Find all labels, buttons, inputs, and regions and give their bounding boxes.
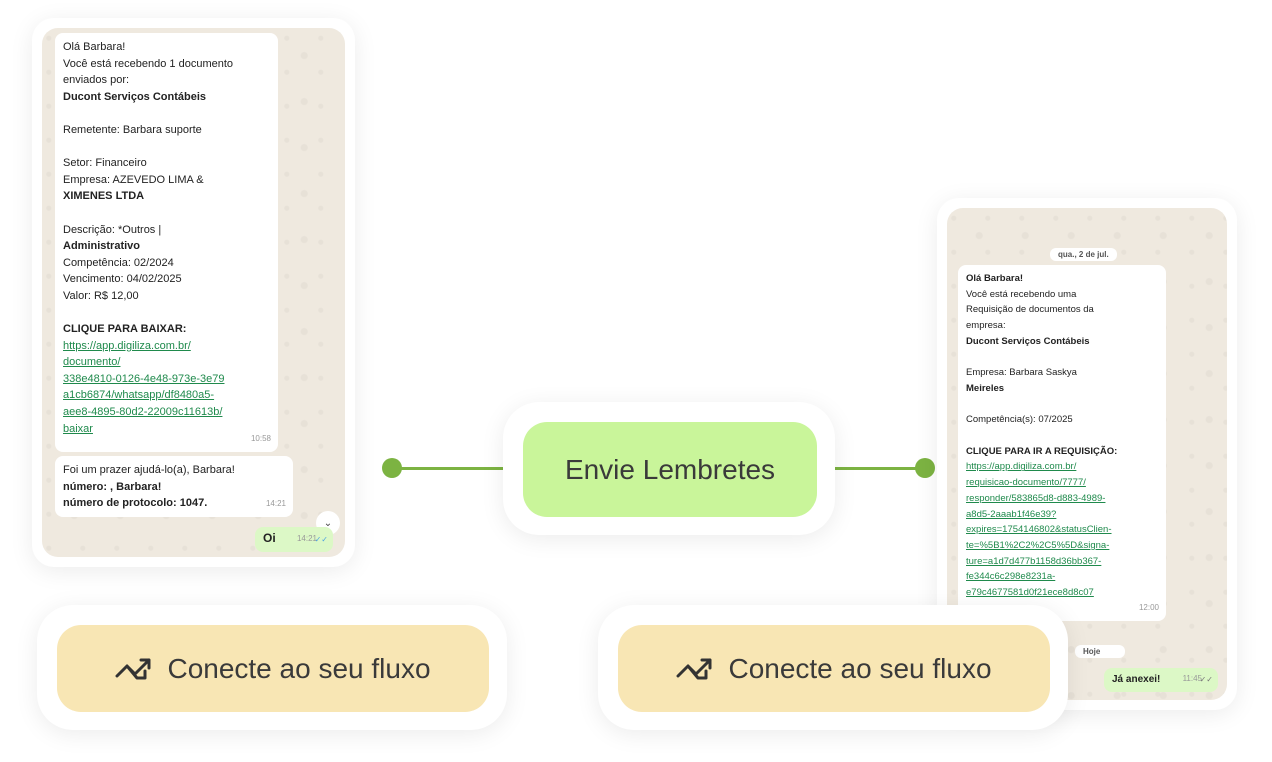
message-line: Competência: 02/2024: [63, 256, 174, 269]
message-time: 14:21: [265, 499, 286, 509]
connect-flow-label: Conecte ao seu fluxo: [728, 652, 992, 684]
message-line: Você está recebendo uma: [966, 288, 1077, 300]
document-message-bubble: Olá Barbara! Você está recebendo 1 docume…: [55, 33, 278, 452]
reply-time: 14:21: [296, 534, 317, 544]
date-chip: qua., 2 de jul.: [1050, 248, 1117, 261]
message-link-line[interactable]: requisicao-documento/7777/: [966, 477, 1086, 489]
connect-flow-button-left[interactable]: Conecte ao seu fluxo: [57, 625, 489, 712]
reply-text: Oi: [263, 531, 276, 545]
message-line: CLIQUE PARA BAIXAR:: [63, 323, 187, 336]
message-line: XIMENES LTDA: [63, 190, 145, 203]
message-link-line[interactable]: te=%5B1%2C2%2C5%5D&signa-: [966, 539, 1110, 551]
message-link-line[interactable]: https://app.digiliza.com.br/: [966, 461, 1077, 473]
message-line: Ducont Serviços Contábeis: [63, 90, 207, 103]
connect-flow-card-right: Conecte ao seu fluxo: [598, 605, 1068, 730]
center-pill: Envie Lembretes: [503, 402, 835, 535]
message-line: Você está recebendo 1 documento: [63, 57, 234, 70]
message-line: Empresa: AZEVEDO LIMA &: [63, 173, 204, 186]
message-line: [966, 397, 1158, 413]
message-line: Valor: R$ 12,00: [63, 289, 139, 302]
message-line: Vencimento: 04/02/2025: [63, 273, 182, 286]
message-line: [63, 205, 270, 222]
message-line: Foi um prazer ajudá-lo(a), Barbara!: [63, 464, 235, 476]
connect-flow-label: Conecte ao seu fluxo: [167, 652, 431, 684]
right-phone-screenshot: qua., 2 de jul. Olá Barbara! Você está re…: [937, 198, 1237, 710]
message-line: Meireles: [966, 382, 1005, 394]
read-check-icon: ✓✓: [314, 535, 328, 545]
message-line: empresa:: [966, 320, 1006, 332]
today-chip: Hoje: [1075, 645, 1125, 658]
trending-arrows-icon: [115, 658, 151, 679]
protocol-message-bubble: Foi um prazer ajudá-lo(a), Barbara! númer…: [55, 456, 293, 517]
trending-arrows-icon: [676, 658, 712, 679]
message-line: Olá Barbara!: [63, 41, 126, 53]
message-line: Competência(s): 07/2025: [966, 414, 1073, 426]
message-lines: Olá Barbara! Você está recebendo 1 docume…: [63, 39, 270, 437]
message-line: enviados por:: [63, 74, 130, 87]
reply-time: 11:45: [1182, 674, 1202, 684]
message-link-line[interactable]: aee8-4895-80d2-22009c11613b/: [63, 406, 223, 419]
left-chat-area: Olá Barbara! Você está recebendo 1 docume…: [42, 28, 345, 557]
connector-line-right: [833, 467, 925, 470]
message-link-line[interactable]: ture=a1d7d477b1158d36bb367-: [966, 555, 1102, 567]
reply-bubble: Já anexei! 11:45 ✓✓: [1104, 668, 1218, 692]
center-label-text: Envie Lembretes: [564, 453, 776, 485]
message-line: Requisição de documentos da: [966, 304, 1094, 316]
message-lines: Foi um prazer ajudá-lo(a), Barbara! númer…: [63, 462, 285, 512]
message-link-line[interactable]: 338e4810-0126-4e48-973e-3e79: [63, 372, 225, 385]
message-time: 10:58: [250, 434, 271, 444]
message-line: Descrição: *Outros |: [63, 223, 162, 236]
message-line: Remetente: Barbara suporte: [63, 123, 202, 136]
message-line: CLIQUE PARA IR A REQUISIÇÃO:: [966, 445, 1118, 457]
message-line: Ducont Serviços Contábeis: [966, 335, 1090, 347]
reply-bubble: Oi 14:21 ✓✓: [255, 527, 333, 552]
reply-text: Já anexei!: [1112, 674, 1161, 685]
right-chat-area: qua., 2 de jul. Olá Barbara! Você está re…: [947, 208, 1227, 700]
message-link-line[interactable]: fe344c6c298e8231a-: [966, 571, 1056, 583]
left-phone-screenshot: Olá Barbara! Você está recebendo 1 docume…: [32, 18, 355, 567]
message-line: número de protocolo: 1047.: [63, 497, 208, 510]
message-line: [966, 428, 1158, 444]
message-link-line[interactable]: a8d5-2aaab1f46e39?: [966, 508, 1057, 520]
message-link-line[interactable]: responder/583865d8-d883-4989-: [966, 492, 1106, 504]
message-link-line[interactable]: https://app.digiliza.com.br/: [63, 339, 191, 352]
connect-flow-button-right[interactable]: Conecte ao seu fluxo: [618, 625, 1050, 712]
message-line: Setor: Financeiro: [63, 157, 147, 170]
send-reminders-label: Envie Lembretes: [523, 422, 817, 517]
message-line: Administrativo: [63, 240, 141, 253]
message-line: [63, 105, 270, 122]
read-check-icon: ✓✓: [1199, 675, 1213, 685]
message-link-line[interactable]: documento/: [63, 356, 121, 369]
message-line: [63, 139, 270, 156]
connector-line-left: [392, 467, 504, 470]
message-line: [966, 350, 1158, 366]
connect-flow-card-left: Conecte ao seu fluxo: [37, 605, 507, 730]
message-line: [63, 305, 270, 322]
message-link-line[interactable]: e79c4677581d0f21ece8d8c07: [966, 587, 1094, 599]
message-link-line[interactable]: expires=1754146802&statusClien-: [966, 524, 1112, 536]
message-line: Olá Barbara!: [966, 273, 1024, 284]
message-time: 12:00: [1138, 603, 1159, 613]
message-link-line[interactable]: a1cb6874/whatsapp/df8480a5-: [63, 389, 215, 402]
message-line: Empresa: Barbara Saskya: [966, 367, 1077, 379]
connector-dot-right: [915, 458, 935, 478]
message-line: número: , Barbara!: [63, 480, 162, 493]
message-link-line[interactable]: baixar: [63, 422, 93, 435]
